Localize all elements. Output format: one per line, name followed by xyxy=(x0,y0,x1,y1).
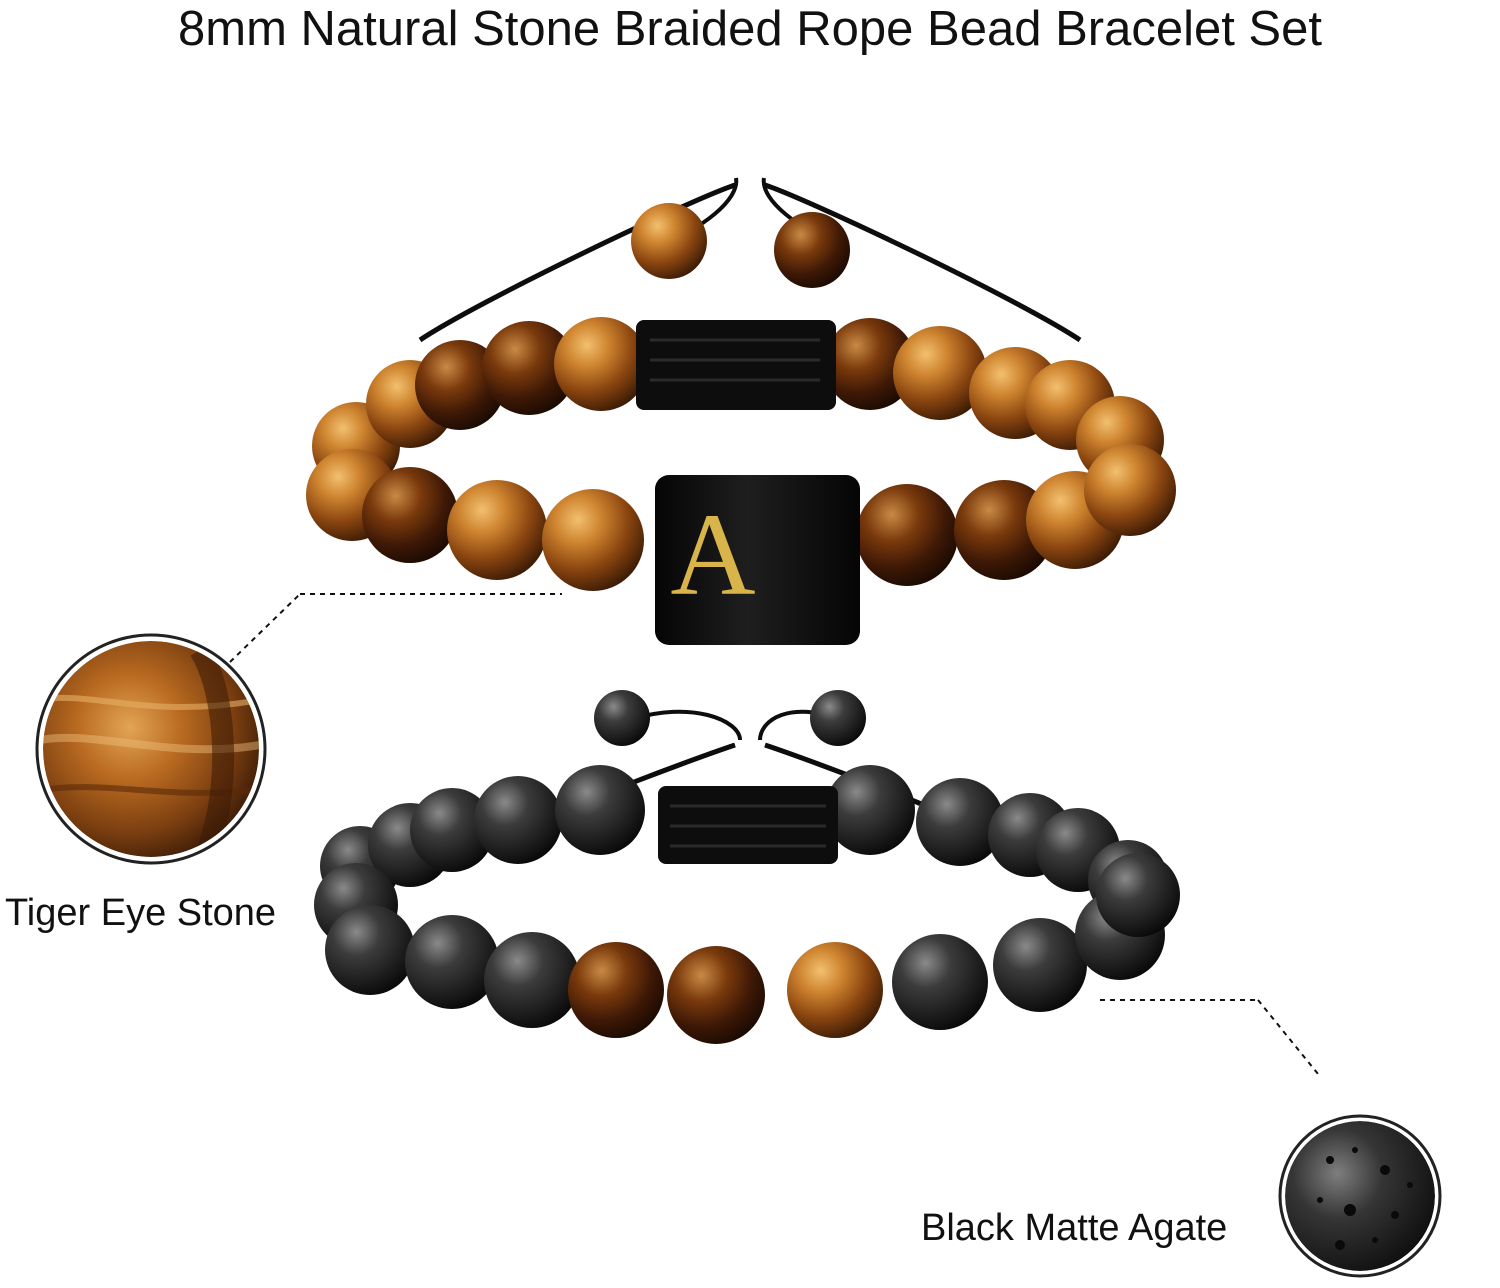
black-agate-label: Black Matte Agate xyxy=(921,1207,1228,1249)
tiger-eye-bracelet: A xyxy=(306,177,1176,645)
tiger-eye-label: Tiger Eye Stone xyxy=(5,892,277,934)
black-agate-callout xyxy=(1100,999,1442,1278)
tiger-eye-callout xyxy=(35,593,562,865)
page-title: 8mm Natural Stone Braided Rope Bead Brac… xyxy=(178,2,1322,56)
lava-stone-bracelet xyxy=(314,690,1180,1044)
initial-letter: A xyxy=(670,489,755,620)
